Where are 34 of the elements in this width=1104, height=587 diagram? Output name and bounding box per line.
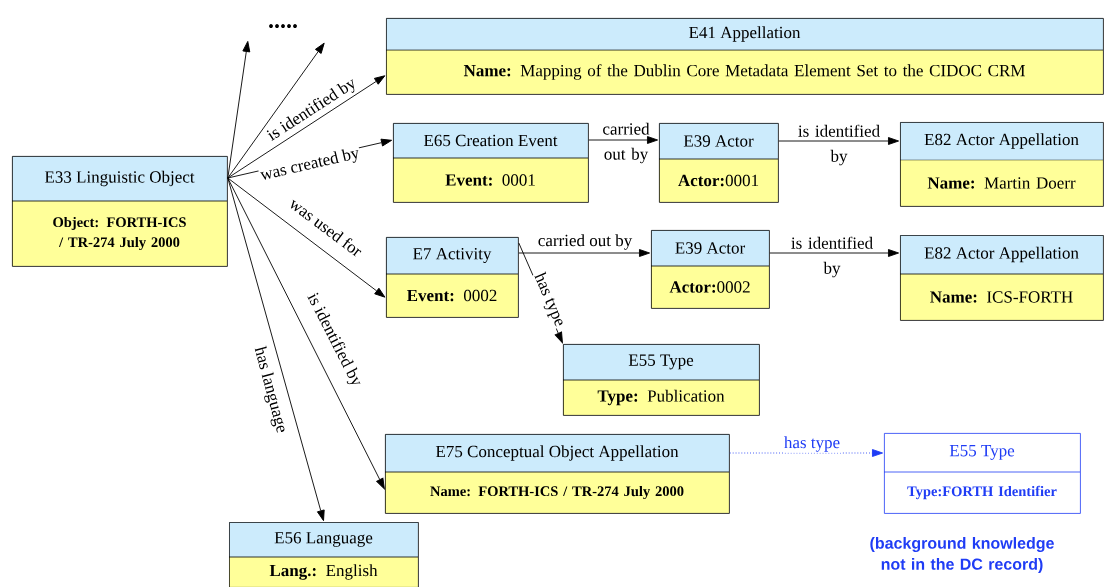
entity-box: E82 Actor Appellation Name: Martin Doerr xyxy=(899,122,1104,207)
entity-box: E7 Activity Event: 0002 xyxy=(385,237,519,318)
arrow xyxy=(227,75,386,179)
arrow xyxy=(769,249,900,257)
note: (background knowledge not in the DC record) xyxy=(870,537,1054,573)
edge-label: has language xyxy=(249,344,291,436)
arrow xyxy=(227,42,325,179)
edge-label: is identified by xyxy=(791,236,873,278)
edge-label: has type xyxy=(529,269,569,331)
edge-label: is identified by xyxy=(798,124,880,166)
ellipsis: ..... xyxy=(269,24,297,28)
edge-label: has type xyxy=(782,435,842,453)
arrow xyxy=(778,137,900,145)
edge-label: was used for xyxy=(286,194,366,260)
arrow xyxy=(227,177,325,522)
entity-box: E41 Appellation Name: Mapping of the Dublin Core Metadata Element Set to the CIDOC CRM xyxy=(385,18,1104,95)
entity-box: E39 Actor Actor:0001 xyxy=(658,123,779,203)
arrow xyxy=(588,136,659,144)
entity-box: E39 Actor Actor:0002 xyxy=(650,230,770,309)
entity-box: E56 Language Lang.: English xyxy=(228,522,419,587)
edge-label: was created by xyxy=(257,144,363,186)
entity-box: E75 Conceptual Object Appellation Name: FORTH-ICS / TR-274 July 2000 xyxy=(384,434,730,514)
entity-box: E55 Type Type:FORTH Identifier xyxy=(883,433,1081,514)
edge-label: carried out by xyxy=(536,233,634,251)
arrow xyxy=(729,449,884,457)
arrow xyxy=(518,249,651,257)
entity-box: E55 Type Type: Publication xyxy=(562,344,760,416)
edge-label: carried out by xyxy=(603,122,650,164)
arrow xyxy=(227,40,251,179)
entity-box: E82 Actor Appellation Name: ICS-FORTH xyxy=(899,235,1104,321)
entity-box: E65 Creation Event Event: 0001 xyxy=(392,123,589,203)
arrow xyxy=(227,177,385,490)
entity-box: E33 Linguistic Object Object: FORTH-ICS / TR-274 July 2000 xyxy=(11,156,228,267)
arrow xyxy=(227,177,386,298)
